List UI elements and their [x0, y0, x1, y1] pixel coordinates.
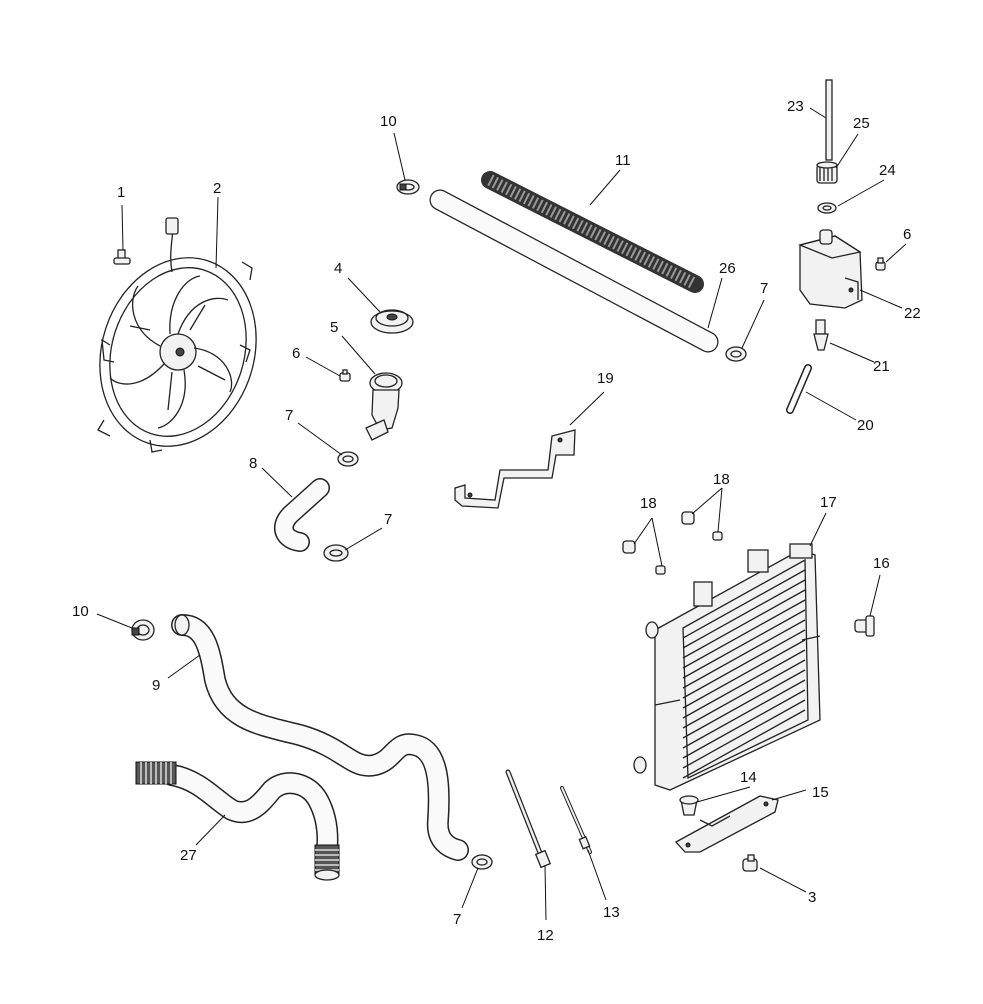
- callout-6-left: 6: [292, 345, 300, 362]
- clamp-part-7-c: [725, 346, 747, 362]
- callout-16: 16: [873, 555, 890, 572]
- callout-18-left: 18: [640, 495, 657, 512]
- washer-part-24: [817, 202, 837, 214]
- grommet-part-18-a: [622, 540, 666, 575]
- callout-14: 14: [740, 769, 757, 786]
- mount-bracket-part-15: [674, 795, 779, 853]
- callout-21: 21: [873, 358, 890, 375]
- callout-7-right: 7: [760, 280, 768, 297]
- callout-20: 20: [857, 417, 874, 434]
- corrugated-end-left: [135, 761, 177, 785]
- callout-18-right: 18: [713, 471, 730, 488]
- coolant-hose-part-9: [171, 614, 469, 861]
- leader-lines: [96, 107, 907, 921]
- clamp-part-7-a: [337, 451, 359, 467]
- callout-labels: 1 2 3 4 5 6 6 7 7 7 7 8 9 10 10 11 12 13…: [72, 98, 921, 944]
- callout-17: 17: [820, 494, 837, 511]
- tube-part-26: [429, 189, 719, 353]
- callout-15: 15: [812, 784, 829, 801]
- callout-22: 22: [904, 305, 921, 322]
- callout-24-25: 25: [853, 115, 870, 132]
- reservoir-cap-part-25: [816, 161, 838, 184]
- coolant-reservoir-part-22: [797, 229, 863, 309]
- overflow-hose-part-20: [786, 364, 812, 414]
- vent-tube-part-23: [825, 79, 833, 161]
- callout-7-bottom: 7: [453, 911, 461, 928]
- callout-11: 11: [615, 152, 631, 169]
- fitting-part-21: [813, 319, 829, 351]
- callout-10-left: 10: [72, 603, 89, 620]
- corrugated-hose-part-11: [481, 171, 704, 293]
- rod-part-12: [505, 769, 552, 869]
- callout-1: 1: [117, 184, 125, 201]
- grommet-part-18-b: [681, 511, 723, 541]
- grommet-part-14: [679, 795, 699, 816]
- clamp-part-10-bottom: [131, 619, 155, 641]
- coolant-hose-part-27: [135, 761, 340, 881]
- screw-part-3: [742, 854, 758, 872]
- callout-10-top: 10: [380, 113, 397, 130]
- rod-part-13: [560, 786, 592, 854]
- elbow-hose-part-8: [273, 478, 330, 552]
- callout-4: 4: [334, 260, 342, 277]
- callout-12: 12: [537, 927, 554, 944]
- callout-13: 13: [603, 904, 620, 921]
- clamp-part-7-b: [323, 544, 349, 562]
- callout-6-right: 6: [903, 226, 911, 243]
- callout-26: 26: [719, 260, 736, 277]
- filler-neck-part-5: [365, 372, 403, 441]
- clamp-part-7-d: [471, 854, 493, 870]
- callout-9: 9: [152, 677, 160, 694]
- callout-3: 3: [808, 889, 816, 906]
- screw-part-6-left: [339, 369, 351, 382]
- callout-19: 19: [597, 370, 614, 387]
- radiator-fins: [682, 569, 806, 779]
- callout-5: 5: [330, 319, 338, 336]
- cooling-fan-assembly: [97, 217, 257, 453]
- callout-8: 8: [249, 455, 257, 472]
- radiator-part-17: [633, 543, 821, 791]
- callout-27: 27: [180, 847, 197, 864]
- callout-7-upper-left: 7: [285, 407, 293, 424]
- radiator-cap-part-4: [370, 309, 414, 334]
- clamp-part-10-top: [396, 179, 420, 195]
- callout-2: 2: [213, 180, 221, 197]
- bolt-part-16: [854, 615, 875, 637]
- callout-7-mid-left: 7: [384, 511, 392, 528]
- screw-part-1: [113, 249, 131, 265]
- callout-24: 24: [879, 162, 896, 179]
- callout-23: 23: [787, 98, 804, 115]
- screw-part-6-right: [875, 257, 886, 271]
- corrugated-end-right: [314, 844, 340, 881]
- bracket-part-19: [454, 429, 576, 509]
